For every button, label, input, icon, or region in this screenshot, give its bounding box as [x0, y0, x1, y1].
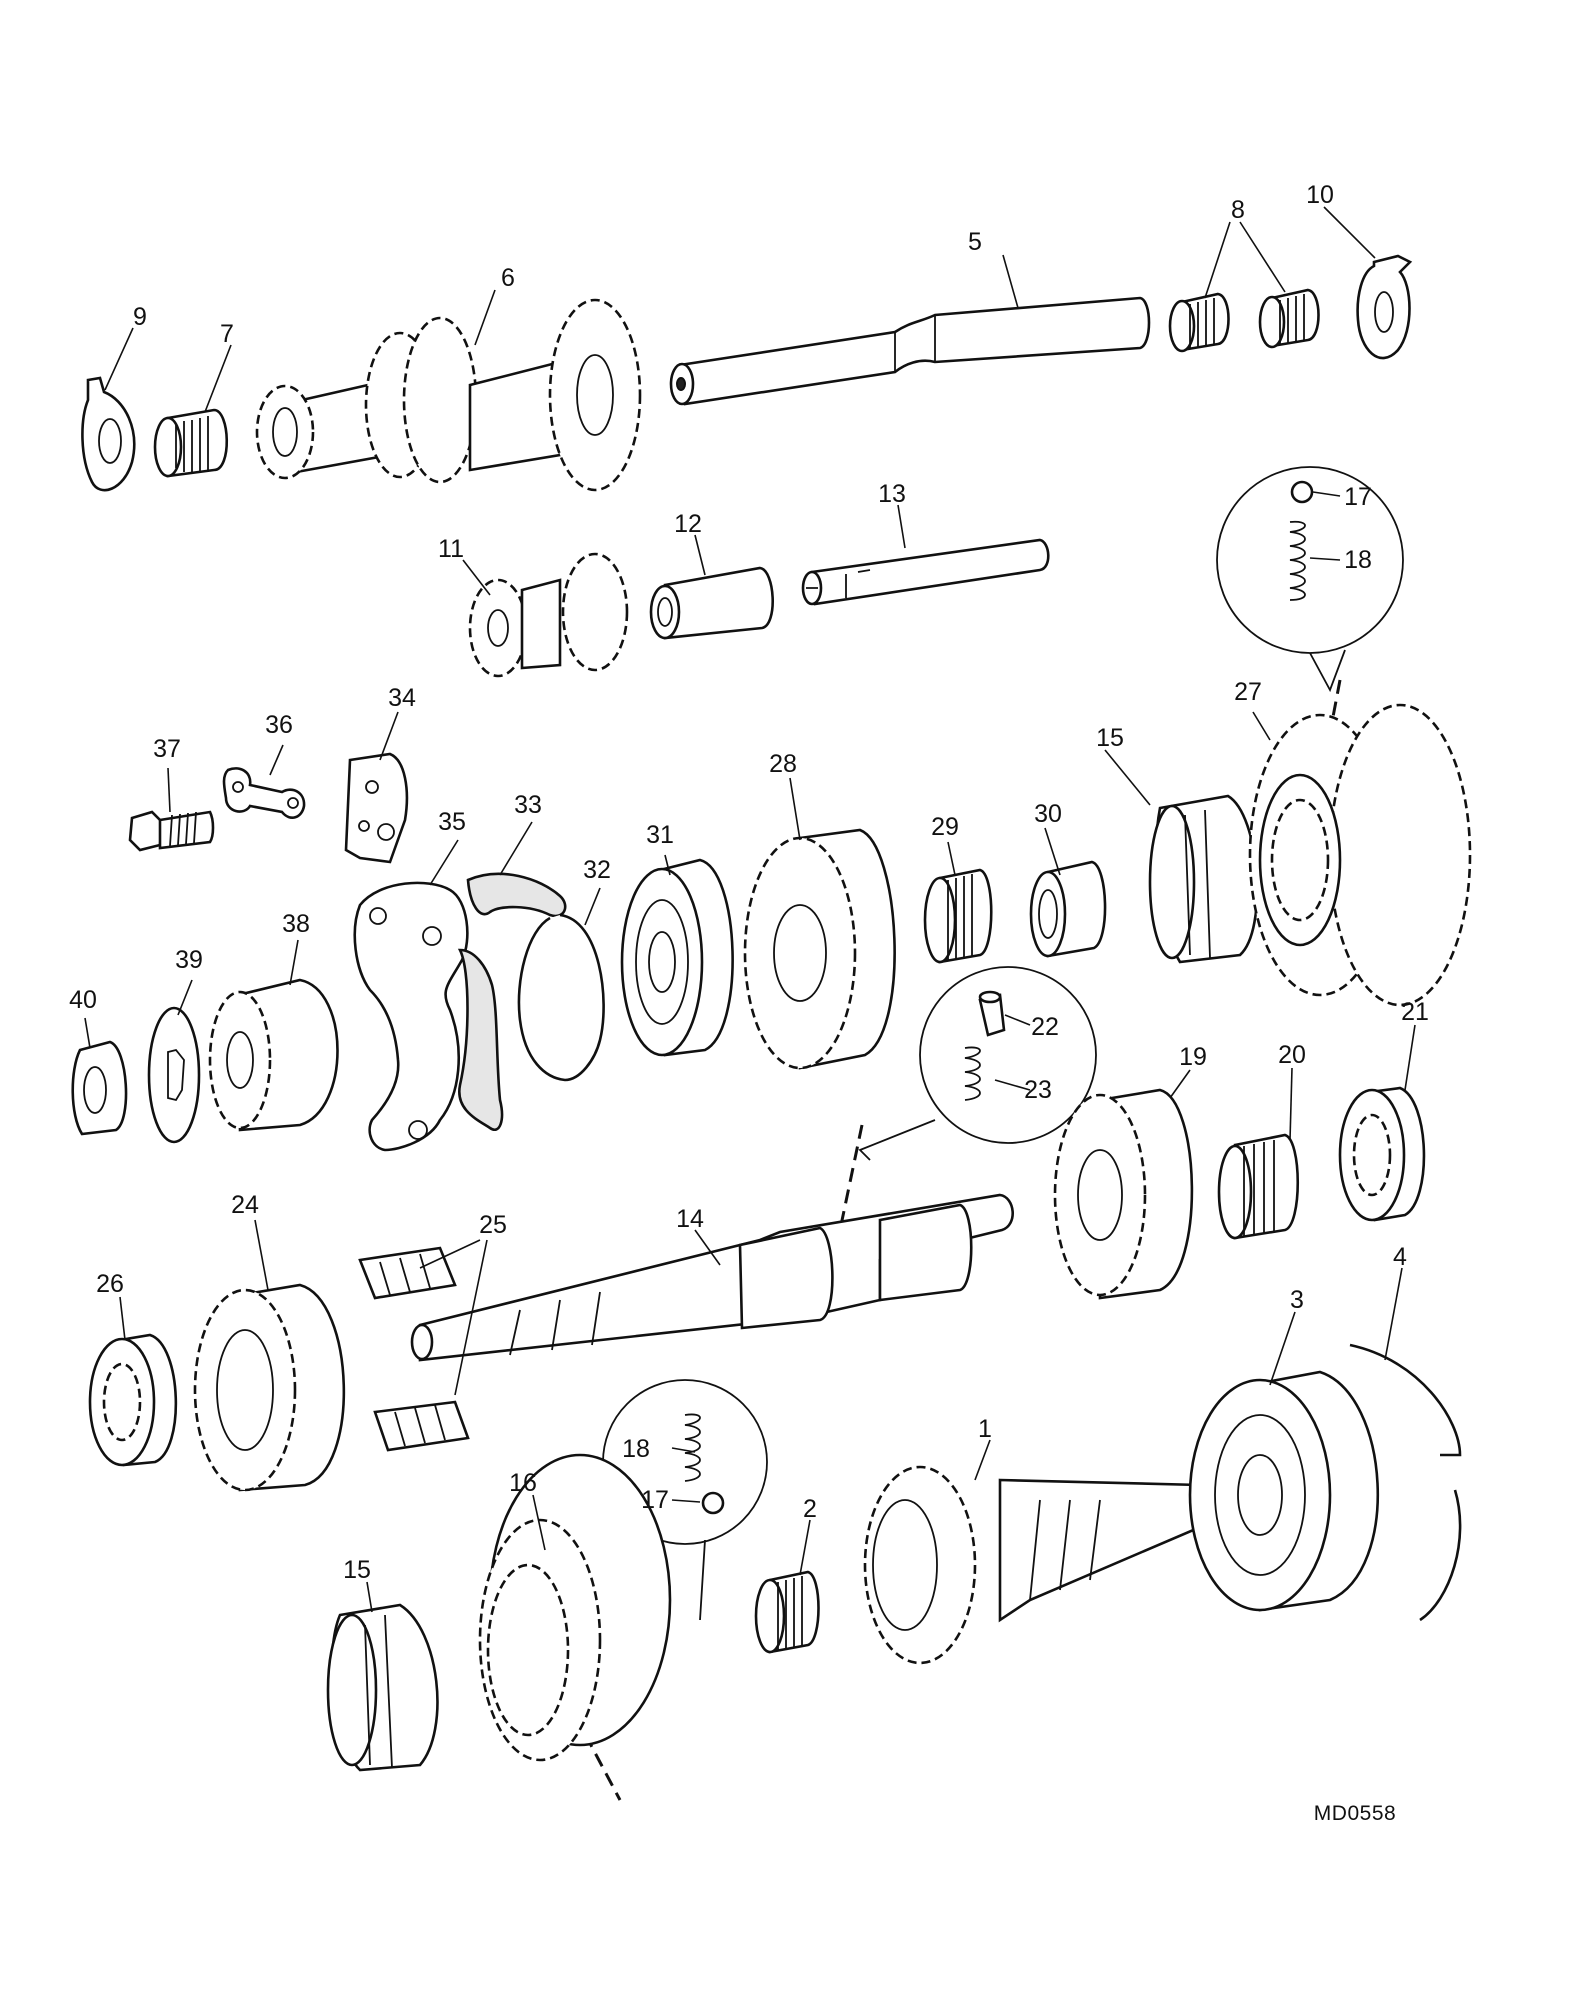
- callout-16: 16: [509, 1469, 537, 1497]
- part-synchro-assembly-27: [1248, 703, 1472, 1007]
- callout-32: 32: [583, 856, 611, 884]
- callout-21: 21: [1401, 998, 1429, 1026]
- part-needle-bearing-2: [754, 1570, 820, 1654]
- part-ball-bearing-31: [620, 858, 734, 1057]
- part-needle-bearing-29: [923, 868, 993, 964]
- callout-37: 37: [153, 735, 181, 763]
- callout-14: 14: [676, 1205, 704, 1233]
- part-ball-bearing-3: [1188, 1370, 1380, 1612]
- part-gear-38: [208, 978, 339, 1132]
- part-gear-19: [1053, 1088, 1194, 1300]
- callout-40: 40: [69, 986, 97, 1014]
- part-needle-bearings-8: [1168, 288, 1320, 353]
- callout-30: 30: [1034, 800, 1062, 828]
- part-bolt-37: [128, 810, 215, 852]
- callout-27: 27: [1234, 678, 1262, 706]
- callout-23: 23: [1024, 1076, 1052, 1104]
- callout-38: 38: [282, 910, 310, 938]
- callout-1: 1: [978, 1415, 992, 1443]
- part-synchro-sleeve-16: [478, 1453, 672, 1762]
- callout-17-bottom: 17: [641, 1486, 669, 1514]
- callout-7: 7: [220, 320, 234, 348]
- callout-35: 35: [438, 808, 466, 836]
- part-cluster-gear-6: [255, 298, 642, 492]
- callout-10: 10: [1306, 181, 1334, 209]
- callout-12: 12: [674, 510, 702, 538]
- part-circlip-4: [1349, 1343, 1462, 1622]
- callout-5: 5: [968, 228, 982, 256]
- callout-17-top: 17: [1344, 483, 1372, 511]
- part-needle-bearing-20: [1217, 1133, 1299, 1240]
- callout-19: 19: [1179, 1043, 1207, 1071]
- callout-15-lower: 15: [343, 1556, 371, 1584]
- callout-36: 36: [265, 711, 293, 739]
- part-bearing-ring-21: [1338, 1086, 1426, 1222]
- callout-25: 25: [479, 1211, 507, 1239]
- part-mainshaft-14: [410, 1193, 1014, 1362]
- part-reverse-idler-gear-11: [468, 552, 629, 678]
- callout-18-bottom: 18: [622, 1435, 650, 1463]
- callout-28: 28: [769, 750, 797, 778]
- part-washer-39: [147, 1006, 201, 1144]
- part-spacer-tube-12: [649, 566, 774, 640]
- part-split-needle-bearings-25: [358, 1246, 470, 1452]
- diagram-code: MD0558: [1314, 1802, 1396, 1825]
- callout-39: 39: [175, 946, 203, 974]
- callout-6: 6: [501, 264, 515, 292]
- part-idler-shaft-13: [801, 538, 1050, 606]
- leader-lines: [84, 206, 1416, 1613]
- callout-34: 34: [388, 684, 416, 712]
- callout-33: 33: [514, 791, 542, 819]
- part-gasket-33: [466, 872, 567, 918]
- callout-26: 26: [96, 1270, 124, 1298]
- part-nut-40: [71, 1040, 128, 1136]
- part-plate-34: [344, 752, 409, 864]
- callout-15-upper: 15: [1096, 724, 1124, 752]
- part-circlip-32: [517, 913, 605, 1082]
- part-layshaft-5: [669, 296, 1151, 406]
- part-gear-28: [743, 828, 896, 1070]
- callout-22: 22: [1031, 1013, 1059, 1041]
- part-baulk-ring-15-upper: [1148, 794, 1259, 964]
- part-bearing-carrier-35: [353, 881, 504, 1152]
- callout-11: 11: [438, 535, 464, 563]
- part-thrust-washer-10: [1356, 254, 1413, 360]
- callout-18-top: 18: [1344, 546, 1372, 574]
- part-baulk-ring-15-lower: [326, 1603, 439, 1772]
- callout-20: 20: [1278, 1041, 1306, 1069]
- part-needle-bearing-7: [153, 408, 229, 478]
- callout-2: 2: [803, 1495, 817, 1523]
- callout-29: 29: [931, 813, 959, 841]
- part-input-shaft-1: [863, 1465, 1222, 1665]
- callout-24: 24: [231, 1191, 259, 1219]
- callout-4: 4: [1393, 1243, 1407, 1271]
- callout-8: 8: [1231, 196, 1245, 224]
- callout-3: 3: [1290, 1286, 1304, 1314]
- part-bush-30: [1029, 860, 1107, 958]
- detail-circle-middle: [838, 966, 1097, 1231]
- callout-13: 13: [878, 480, 906, 508]
- part-lock-plate-36: [222, 767, 306, 819]
- callout-9: 9: [133, 303, 147, 331]
- callout-labels: 1 2 3 4 5 6 7 8 9 10 11 12 13 14 15 15 1…: [69, 181, 1429, 1584]
- part-gear-24: [193, 1283, 346, 1492]
- callout-31: 31: [646, 821, 674, 849]
- part-thrust-washer-9: [81, 376, 136, 492]
- part-bearing-ring-26: [88, 1333, 178, 1467]
